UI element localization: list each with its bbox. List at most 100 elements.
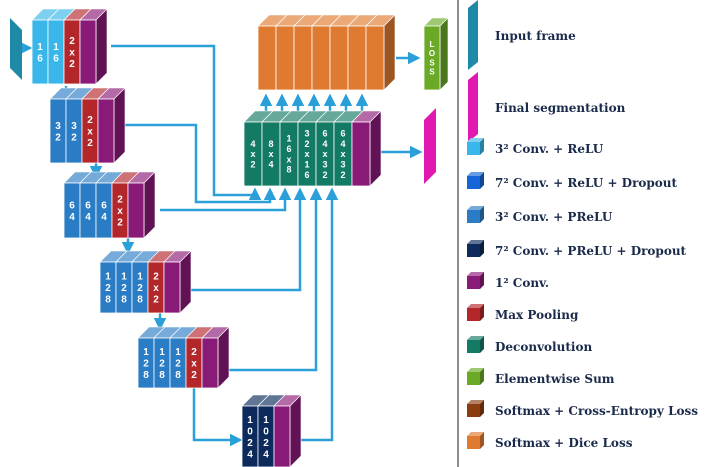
legend-swatch-side [480,304,484,321]
legend-swatch-top [467,172,484,176]
legend-item-dice_loss: Softmax + Dice Loss [467,432,633,450]
legend-swatch [467,372,480,385]
legend-label: Max Pooling [495,308,579,322]
legend-item-input: Input frame [468,0,576,70]
legend-swatch-top [467,336,484,340]
legend-swatch-top [467,400,484,404]
legend-swatch-top [467,240,484,244]
legend-swatch [467,404,480,417]
legend-swatch [468,0,478,70]
conv1-layer [163,250,192,314]
legend-label: Deconvolution [495,340,592,354]
legend-label: 3² Conv. + ReLU [495,142,604,156]
legend-swatch-top [467,138,484,142]
legend-item-sum: Elementwise Sum [467,368,615,386]
legend-item-conv_relu: 3² Conv. + ReLU [467,138,604,156]
legend-item-conv_prelu: 3² Conv. + PReLU [467,206,613,224]
conv1-layer [79,8,108,85]
legend-swatch-side [480,206,484,223]
legend-swatch-top [467,368,484,372]
legend-label: 3² Conv. + PReLU [495,210,613,224]
legend-item-maxpool: Max Pooling [467,304,579,322]
dice-loss-block [257,14,396,91]
legend-swatch-side [480,272,484,289]
legend-swatch-side [480,172,484,189]
arrow-stage5-to-stage6 [192,388,243,447]
legend-swatch-side [480,336,484,353]
legend-item-ce_loss: Softmax + Cross-Entropy Loss [467,400,698,418]
conv1-layer [201,326,230,389]
elementwise-sum-layer [423,17,449,91]
skip-stage3 [160,187,292,212]
legend-swatch-top [467,206,484,210]
conv1-layer [97,87,126,164]
legend-swatch [467,210,480,223]
conv1-layer [127,171,156,239]
legend-swatch [467,176,480,189]
skip-stage6 [298,187,339,442]
conv1-layer [273,394,302,467]
final-segmentation-shape [424,108,436,184]
conv1-layer [351,110,382,187]
legend-swatch-side [480,368,484,385]
legend-swatch [467,308,480,321]
legend-swatch [467,276,480,289]
legend-swatch [467,142,480,155]
legend-item-conv1: 1² Conv. [467,272,549,290]
legend-swatch-side [480,400,484,417]
legend-swatch-top [467,432,484,436]
legend-swatch [467,340,480,353]
legend-label: Final segmentation [495,101,626,115]
skip-stage2 [125,123,277,204]
skip-stage4 [190,187,307,292]
legend-label: Input frame [495,29,576,43]
legend-swatch-top [467,304,484,308]
legend-swatch [467,244,480,257]
legend-label: Softmax + Cross-Entropy Loss [495,404,698,418]
legend-label: 1² Conv. [495,276,549,290]
skip-stage1 [111,44,262,200]
softmax-dice-layer [365,14,396,91]
legend-swatch-top [467,272,484,276]
input-frame-shape [10,18,22,80]
legend-swatch [468,72,478,142]
legend-label: Softmax + Dice Loss [495,436,633,450]
legend-swatch-side [480,240,484,257]
connectors [20,41,423,447]
legend-item-conv_prelu_dropout: 7² Conv. + PReLU + Dropout [467,240,687,258]
legend-label: 7² Conv. + ReLU + Dropout [495,176,678,190]
legend-label: 7² Conv. + PReLU + Dropout [495,244,687,258]
